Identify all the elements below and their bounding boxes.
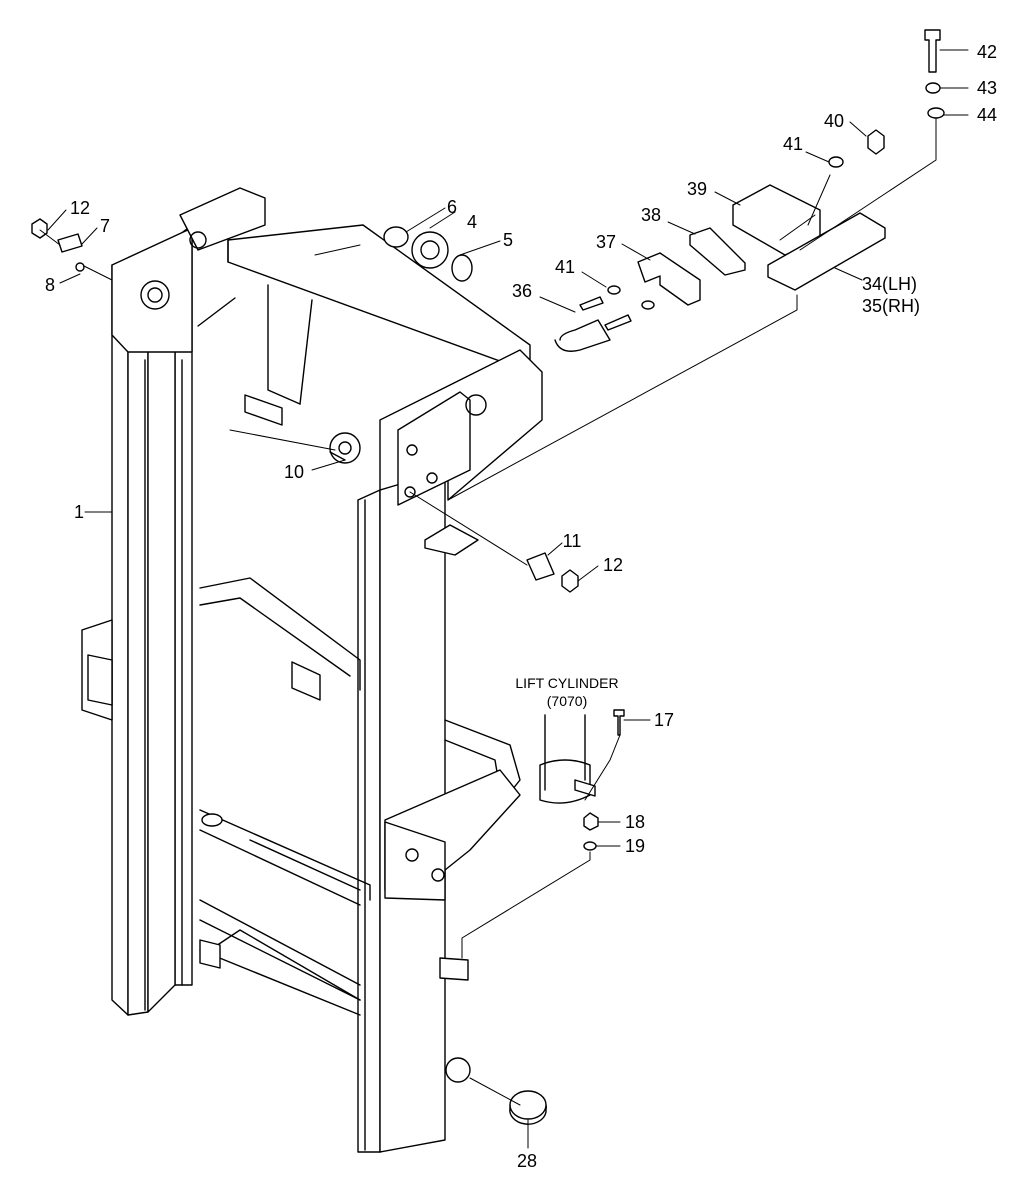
- callout-35-rh: 35(RH): [862, 296, 920, 316]
- callout-43: 43: [977, 78, 997, 98]
- callout-12-mid: 12: [603, 555, 623, 575]
- callout-12-top: 12: [70, 198, 90, 218]
- callout-19: 19: [625, 836, 645, 856]
- leader-lines: [39, 49, 969, 1149]
- callout-28: 28: [517, 1151, 537, 1171]
- callout-17: 17: [654, 710, 674, 730]
- callout-39: 39: [687, 179, 707, 199]
- callout-1: 1: [74, 502, 84, 522]
- callout-5: 5: [503, 230, 513, 250]
- callout-41-mid: 41: [555, 257, 575, 277]
- small-parts: [31, 29, 945, 1125]
- lift-cylinder-caption: LIFT CYLINDER: [515, 675, 618, 691]
- callout-41-top: 41: [783, 134, 803, 154]
- callout-10: 10: [284, 462, 304, 482]
- callout-labels: 1 4 5 6 7 8 10 11 12 12 17 18 19 28 34(L…: [45, 42, 997, 1171]
- callout-11: 11: [563, 531, 582, 551]
- callout-6: 6: [447, 197, 457, 217]
- callout-40: 40: [824, 111, 844, 131]
- callout-42: 42: [977, 42, 997, 62]
- callout-8: 8: [45, 275, 55, 295]
- callout-18: 18: [625, 812, 645, 832]
- callout-38: 38: [641, 205, 661, 225]
- callout-34-lh: 34(LH): [862, 274, 917, 294]
- top-crossmember: [197, 224, 531, 426]
- left-outer-rail: [111, 187, 266, 1016]
- lower-frame: [81, 577, 521, 1016]
- callout-44: 44: [977, 105, 997, 125]
- lift-cylinder: [539, 714, 596, 804]
- lift-cylinder-ref: (7070): [547, 693, 587, 709]
- right-outer-rail: [357, 349, 543, 1153]
- callout-4: 4: [467, 212, 477, 232]
- callout-7: 7: [100, 216, 110, 236]
- callout-37: 37: [596, 232, 616, 252]
- callout-36: 36: [512, 281, 532, 301]
